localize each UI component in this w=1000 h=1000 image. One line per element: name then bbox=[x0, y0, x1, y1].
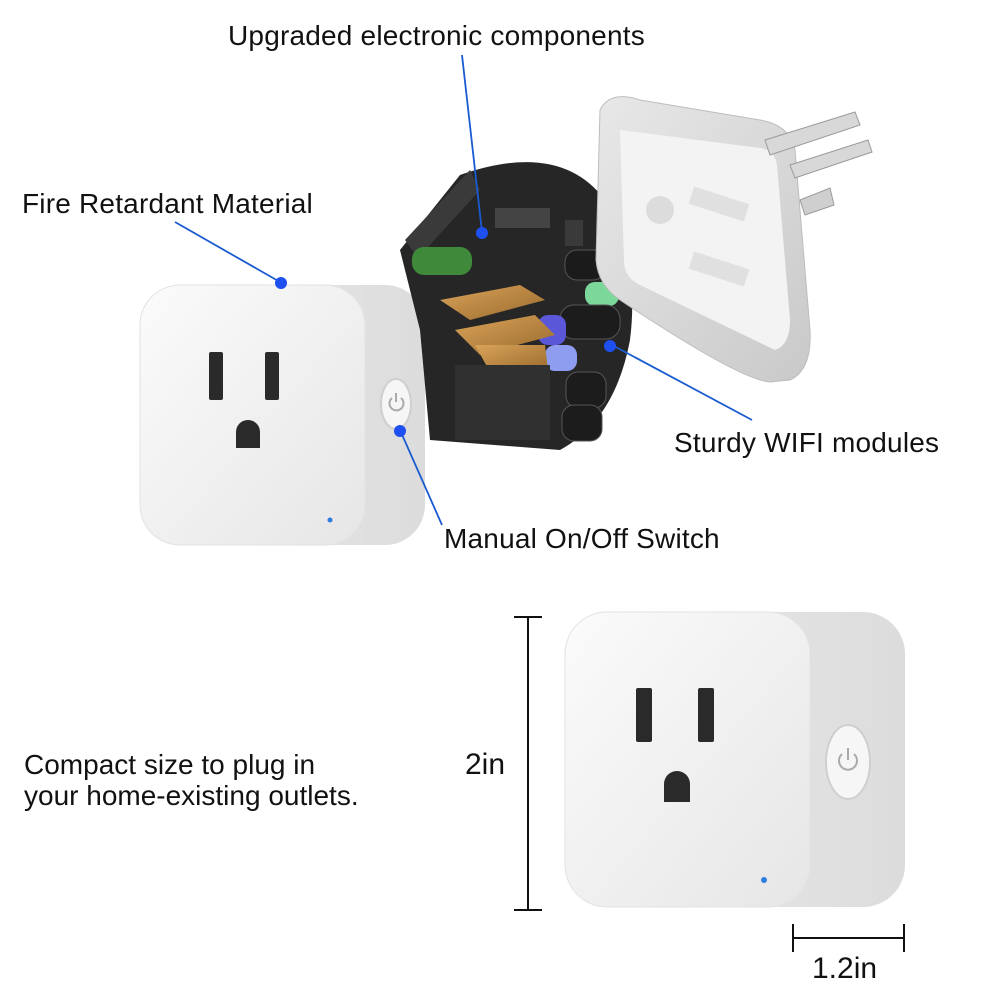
rear-cover-with-prongs bbox=[595, 96, 873, 383]
smart-plug-size-view bbox=[564, 611, 905, 908]
callout-dot-components-icon bbox=[476, 227, 488, 239]
outlet-ground-hole-icon bbox=[664, 771, 690, 802]
width-dimension-label: 1.2in bbox=[812, 952, 878, 985]
callout-switch-label: Manual On/Off Switch bbox=[444, 523, 720, 554]
callout-lines bbox=[174, 54, 753, 526]
outlet-slot-left-icon bbox=[209, 352, 223, 400]
prong-icon bbox=[764, 111, 861, 156]
outlet-ground-hole-icon bbox=[236, 420, 260, 448]
outlet-slot-right-icon bbox=[265, 352, 279, 400]
smart-plug-front-view bbox=[139, 284, 425, 546]
height-dimension-line bbox=[514, 616, 542, 911]
status-led-icon bbox=[761, 877, 767, 883]
outlet-slot-left-icon bbox=[636, 688, 652, 742]
power-button-icon bbox=[825, 724, 871, 800]
callout-dot-switch-icon bbox=[394, 425, 406, 437]
capacitor-green-icon bbox=[412, 247, 472, 275]
callout-fire-label: Fire Retardant Material bbox=[22, 188, 313, 219]
callout-wifi-label: Sturdy WIFI modules bbox=[674, 427, 940, 458]
callout-components-label: Upgraded electronic components bbox=[228, 20, 645, 51]
brass-contact-icon bbox=[440, 285, 545, 320]
description-text: Compact size to plug in your home-existi… bbox=[24, 749, 359, 811]
width-dimension-line bbox=[792, 924, 905, 952]
internal-pcb-exploded bbox=[400, 162, 633, 450]
height-dimension-label: 2in bbox=[465, 748, 506, 781]
power-button-icon bbox=[380, 378, 412, 430]
status-led-icon bbox=[327, 517, 333, 523]
description-line-1: Compact size to plug in bbox=[24, 749, 316, 780]
relay-block-icon bbox=[455, 365, 550, 440]
callout-dot-fire-icon bbox=[275, 277, 287, 289]
callout-dots bbox=[275, 227, 616, 437]
description-line-2: your home-existing outlets. bbox=[24, 780, 359, 811]
callout-dot-wifi-icon bbox=[604, 340, 616, 352]
outlet-slot-right-icon bbox=[698, 688, 714, 742]
